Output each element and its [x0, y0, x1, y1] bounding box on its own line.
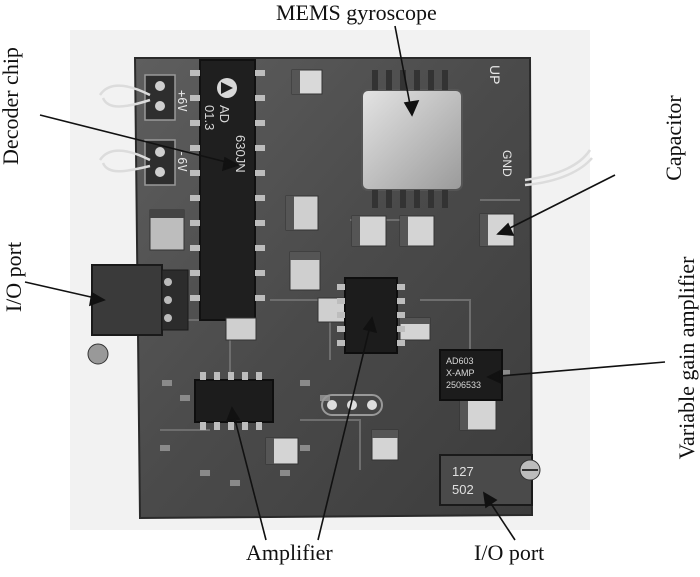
wires [98, 84, 593, 187]
up-silk: UP [487, 65, 503, 84]
power-header-minus [144, 139, 176, 186]
label-io-port-left: I/O port [1, 241, 26, 313]
vga-chip [439, 349, 503, 401]
decoder-chip-text-2: 630JN [233, 135, 248, 173]
mems-gyroscope [361, 89, 463, 191]
capacitors [149, 69, 515, 465]
vga-text-2: X-AMP [446, 368, 475, 378]
decoder-chip-pins [190, 70, 265, 301]
vga-text-1: AD603 [446, 356, 474, 366]
annotation-arrows [24, 25, 666, 541]
decoder-chip-text-1: AD [217, 105, 232, 123]
vga-text-3: 2506533 [446, 380, 481, 390]
central-amplifier-chip [344, 277, 398, 354]
label-decoder-chip: Decoder chip [0, 47, 23, 165]
pot-text-1: 127 [452, 464, 474, 479]
decoder-chip [199, 59, 256, 321]
label-io-port-bottom: I/O port [474, 540, 545, 565]
gnd-silk: GND [500, 150, 514, 177]
pcb-board [133, 57, 534, 520]
label-amplifier: Amplifier [246, 540, 333, 565]
label-mems-gyroscope: MEMS gyroscope [276, 0, 437, 25]
label-variable-gain-amplifier: Variable gain amplifier [674, 256, 699, 460]
gyro-pins [372, 70, 448, 208]
plus6v-silk: +6V [175, 90, 189, 112]
label-capacitor: Capacitor [661, 95, 686, 181]
minus6v-silk: -6V [175, 150, 189, 172]
decoder-chip-text-3: 01.3 [202, 105, 217, 130]
pot-text-2: 502 [452, 482, 474, 497]
